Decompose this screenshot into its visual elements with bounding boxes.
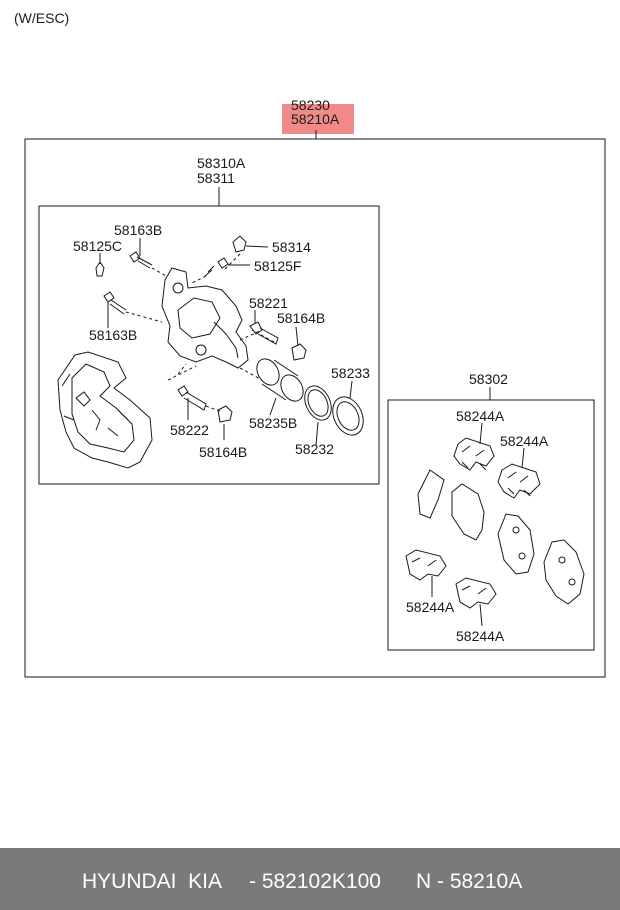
caliper-group-frame (38, 205, 380, 485)
part-label-58244A-4: 58244A (456, 628, 505, 644)
assembly-dashed-lines (125, 253, 275, 413)
anti-rattle-clip-3 (405, 549, 447, 581)
dust-seal-58233 (332, 396, 364, 436)
part-label-58164B-top: 58164B (277, 310, 326, 326)
guide-pin-58222 (177, 385, 207, 411)
anti-rattle-clip-2 (497, 463, 541, 499)
part-label-58244A-1: 58244A (456, 408, 505, 424)
footer-brand: HYUNDAI KIA (82, 870, 223, 893)
pad-leader-lines (431, 422, 525, 627)
part-label-58244A-2: 58244A (500, 433, 549, 449)
footer-ref-number: N - 58210A (416, 870, 523, 893)
part-label-58163B-top: 58163B (114, 222, 163, 238)
piston-58235B (256, 358, 304, 402)
variant-note: (W/ESC) (14, 10, 70, 26)
brake-pad-outer (543, 539, 585, 605)
caliper-code-58311: 58311 (197, 170, 235, 186)
guide-bolt-top (129, 251, 153, 269)
assembly-code-58230: 58230 (291, 97, 330, 113)
brake-caliper-exploded-diagram (24, 130, 606, 678)
boot-58164B-bottom (217, 405, 233, 423)
assembly-code-58210A: 58210A (291, 111, 340, 127)
part-label-58233: 58233 (331, 365, 370, 381)
part-label-58221: 58221 (249, 295, 288, 311)
part-label-58314: 58314 (272, 239, 311, 255)
dust-cap-58314 (232, 235, 247, 253)
caliper-bracket (57, 351, 153, 469)
part-label-58164B-bottom: 58164B (199, 444, 248, 460)
anti-rattle-clip-4 (455, 577, 497, 609)
caliper-code-58310A: 58310A (197, 155, 246, 171)
guide-pin-58221 (249, 321, 279, 345)
part-label-58125F: 58125F (254, 258, 302, 274)
guide-bolt-bottom (103, 291, 127, 315)
pad-kit-code-58302: 58302 (469, 371, 508, 387)
seal-58232 (304, 385, 332, 421)
brake-pad-inner (451, 483, 485, 541)
brake-pad-middle (497, 513, 535, 575)
bleeder-cap (95, 261, 105, 277)
caliper-leader-lines (99, 238, 353, 446)
part-label-58222: 58222 (170, 422, 209, 438)
part-label-58244A-3: 58244A (406, 599, 455, 615)
part-label-58163B-bottom: 58163B (89, 327, 138, 343)
part-label-58235B: 58235B (249, 415, 298, 431)
wear-shim (417, 469, 445, 519)
footer-bar: HYUNDAI KIA - 582102K100 N - 58210A (0, 848, 620, 910)
bleeder-screw-58125F (204, 257, 229, 277)
footer-part-number: - 582102K100 (249, 870, 381, 893)
caliper-body (161, 267, 249, 369)
pad-group-frame (387, 399, 595, 651)
anti-rattle-clip-1 (453, 437, 495, 471)
part-label-58125C: 58125C (73, 238, 123, 254)
assembly-frame (24, 138, 606, 678)
part-label-58232: 58232 (295, 441, 334, 457)
boot-58164B-top (291, 343, 307, 361)
highlighted-part-marker (282, 104, 354, 134)
